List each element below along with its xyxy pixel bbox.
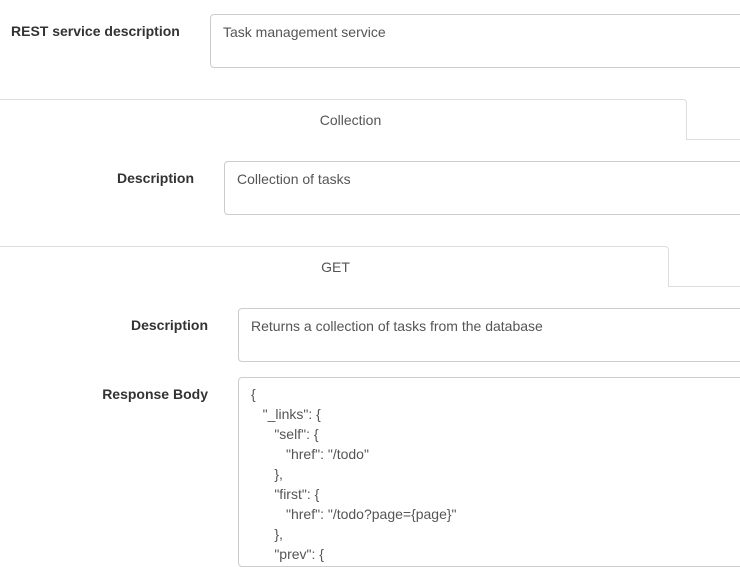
response-body-line: "self": { [251,426,319,442]
tab-get[interactable]: GET [0,246,669,287]
response-body-line: "_links": { [251,406,321,422]
response-body-label: Response Body [102,386,208,402]
method-description-label: Description [130,317,208,333]
resource-description-field[interactable]: Collection of tasks [224,161,740,215]
response-body-line: "prev": { [251,546,324,562]
resource-tab-underline [687,139,740,140]
response-body-line: "first": { [251,486,320,502]
response-body-line: }, [251,526,283,542]
response-body-line: "href": "/todo" [251,446,369,462]
service-description-label: REST service description [11,23,180,39]
tab-collection[interactable]: Collection [0,99,687,140]
response-body-line: "href": "/todo?page={page}" [251,506,457,522]
response-body-line: { [251,386,256,402]
method-tab-underline [669,286,740,287]
service-description-field[interactable]: Task management service [210,14,740,68]
method-description-field[interactable]: Returns a collection of tasks from the d… [238,308,740,362]
resource-description-label: Description [116,170,194,186]
response-body-editor[interactable]: { "_links": { "self": { "href": "/todo" … [238,377,740,567]
response-body-line: }, [251,466,283,482]
